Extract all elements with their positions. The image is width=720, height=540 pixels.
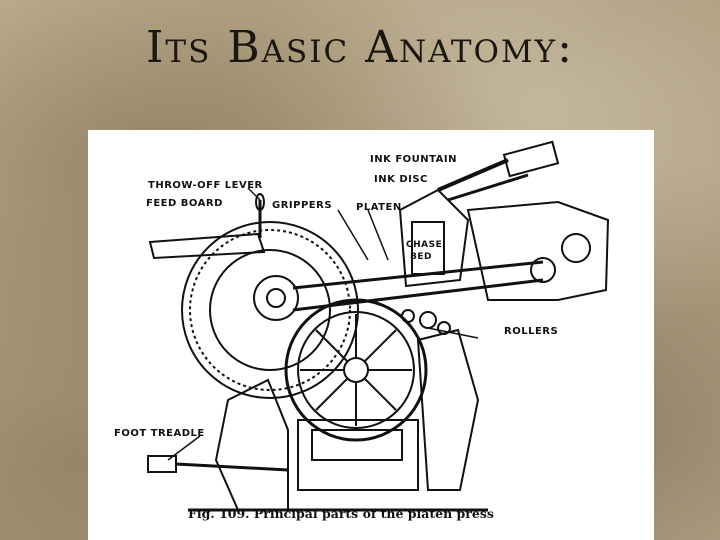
label-bed: BED bbox=[410, 252, 432, 262]
slide-title: Its Basic Anatomy: bbox=[0, 22, 720, 73]
platen-press-drawing bbox=[88, 130, 654, 540]
figure-caption: Fig. 109. Principal parts of the platen … bbox=[188, 506, 494, 521]
label-grippers: GRIPPERS bbox=[272, 200, 332, 211]
label-feed-board: FEED BOARD bbox=[146, 198, 223, 209]
label-ink-fountain: INK FOUNTAIN bbox=[370, 154, 457, 165]
label-platen: PLATEN bbox=[356, 202, 402, 213]
label-rollers: ROLLERS bbox=[504, 326, 558, 337]
label-throw-off-lever: THROW-OFF LEVER bbox=[148, 180, 263, 191]
label-foot-treadle: FOOT TREADLE bbox=[114, 428, 205, 439]
platen-press-figure: INK FOUNTAIN INK DISC THROW-OFF LEVER FE… bbox=[88, 130, 654, 540]
label-ink-disc: INK DISC bbox=[374, 174, 428, 185]
flywheel-gear bbox=[182, 222, 358, 398]
label-chase: CHASE bbox=[406, 240, 442, 250]
